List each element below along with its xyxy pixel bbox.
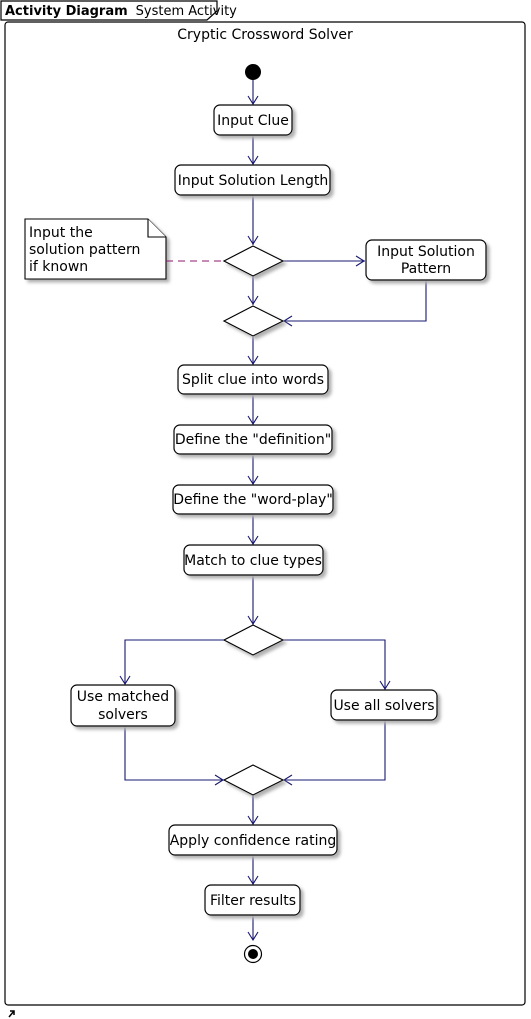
- activity-label: Filter results: [210, 893, 296, 909]
- activity-use-matched-solvers: Use matched solvers: [70, 684, 176, 727]
- decision-node: [222, 245, 285, 277]
- note-line-3: if known: [29, 259, 88, 275]
- merge-node: [222, 305, 285, 337]
- note-line-2: solution pattern: [29, 242, 140, 258]
- activity-input-solution-length: Input Solution Length: [174, 164, 331, 196]
- activity-label: Split clue into words: [182, 372, 324, 388]
- svg-text:Activity Diagram System: Activity Diagram System Activity: [5, 2, 237, 19]
- end-node: [243, 944, 263, 964]
- activity-split-clue: Split clue into words: [177, 364, 329, 395]
- start-node: [245, 64, 261, 80]
- activity-define-definition: Define the "definition": [173, 424, 333, 455]
- flow-connectors: [119, 80, 427, 942]
- activity-label: Match to clue types: [184, 553, 322, 569]
- frame-tab: [0, 0, 218, 21]
- note: Input the solution pattern if known: [24, 218, 224, 280]
- activity-label-line-2: solvers: [98, 707, 148, 723]
- activity-input-clue: Input Clue: [213, 104, 293, 136]
- activity-match-clue-types: Match to clue types: [183, 544, 324, 576]
- frame-kind: Activity Diagram: [5, 4, 128, 19]
- activity-label: Define the "word-play": [173, 492, 333, 508]
- activity-define-wordplay: Define the "word-play": [172, 484, 334, 515]
- activity-label-line-1: Use matched: [77, 689, 169, 705]
- activity-label: Apply confidence rating: [170, 833, 337, 849]
- activity-filter-results: Filter results: [204, 884, 301, 916]
- activity-apply-confidence: Apply confidence rating: [168, 824, 338, 856]
- link-arrow-icon[interactable]: [8, 1010, 15, 1018]
- diagram-title: Cryptic Crossword Solver: [177, 27, 353, 43]
- activity-label: Input Solution Length: [178, 173, 328, 189]
- activity-label-line-2: Pattern: [401, 261, 451, 277]
- activity-label-line-1: Input Solution: [377, 244, 475, 260]
- note-line-1: Input the: [29, 225, 93, 241]
- decision-node: [222, 624, 285, 656]
- frame-name: System Activity: [136, 4, 238, 19]
- activity-label: Input Clue: [217, 113, 289, 129]
- activity-input-solution-pattern: Input Solution Pattern: [365, 239, 487, 281]
- activity-label: Define the "definition": [175, 432, 331, 448]
- activity-label: Use all solvers: [333, 698, 434, 714]
- merge-node: [222, 764, 285, 796]
- activity-use-all-solvers: Use all solvers: [330, 689, 438, 721]
